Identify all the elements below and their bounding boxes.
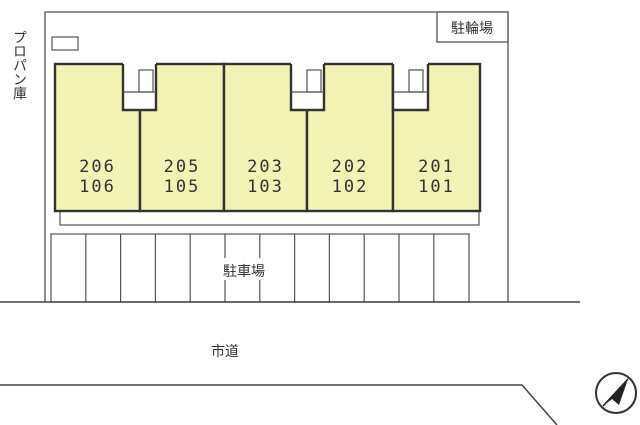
unit-lower-number: 102 — [332, 177, 369, 197]
building-base — [59, 209, 480, 226]
bicycle-parking-box — [436, 11, 509, 43]
city-road-label: 市道 — [211, 343, 239, 360]
stair-box — [306, 69, 322, 93]
propane-storage-label: プロパン庫 — [11, 30, 27, 100]
stair-box — [138, 69, 154, 93]
unit-lower-number: 101 — [418, 177, 455, 197]
propane-storage-box — [51, 36, 79, 51]
road-edge-bottom — [0, 384, 558, 425]
unit-upper-number: 201 — [418, 157, 455, 177]
stair-box — [408, 69, 424, 93]
unit-lower-number: 103 — [247, 177, 284, 197]
property-boundary — [44, 11, 509, 302]
parking-lot-label: 駐車場 — [223, 263, 265, 280]
unit-upper-number: 202 — [332, 157, 369, 177]
entrance-recess-outline — [121, 64, 158, 112]
north-arrow-icon — [595, 372, 637, 414]
bicycle-parking-label: 駐輪場 — [451, 20, 493, 37]
unit-upper-number: 206 — [79, 157, 116, 177]
entrance-recess-outline — [391, 64, 430, 112]
unit-lower-number: 106 — [79, 177, 116, 197]
unit-lower-number: 105 — [164, 177, 201, 197]
unit-upper-number: 203 — [247, 157, 284, 177]
parking-lot — [50, 233, 470, 303]
entrance-recess-outline — [289, 64, 326, 112]
unit-upper-number: 205 — [164, 157, 201, 177]
